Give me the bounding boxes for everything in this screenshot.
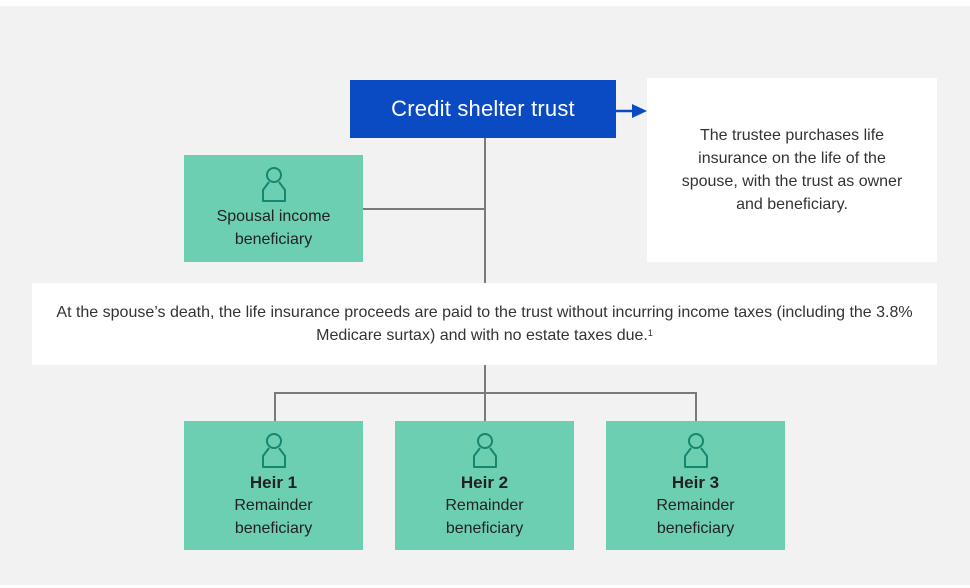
person-icon [261, 167, 286, 202]
arrow-right-icon [616, 104, 647, 118]
proceeds-text-wrap: At the spouse’s death, the life insuranc… [52, 301, 917, 347]
person-icon [472, 433, 497, 468]
person-icon [261, 433, 286, 468]
person-icon [683, 433, 708, 468]
trust-title-box: Credit shelter trust [350, 80, 616, 138]
heir-box-2: Heir 2 Remainder beneficiary [395, 421, 574, 550]
connector-spousal [363, 208, 485, 210]
heir-role: Remainder beneficiary [656, 497, 735, 537]
connector-title-to-proceeds [484, 138, 486, 283]
trust-title: Credit shelter trust [391, 96, 575, 121]
footnote-marker: 1 [647, 328, 653, 338]
spousal-beneficiary-label: Spousal income beneficiary [216, 208, 331, 248]
spousal-beneficiary-box: Spousal income beneficiary [184, 155, 363, 262]
heir-name: Heir 1 [249, 473, 298, 492]
heir-box-3: Heir 3 Remainder beneficiary [606, 421, 785, 550]
heir-role: Remainder beneficiary [234, 497, 313, 537]
heir-box-1: Heir 1 Remainder beneficiary [184, 421, 363, 550]
proceeds-box: At the spouse’s death, the life insuranc… [32, 283, 937, 365]
heir-name: Heir 2 [460, 473, 509, 492]
heir-name: Heir 3 [671, 473, 720, 492]
connector-heir-3 [695, 392, 697, 421]
heir-role: Remainder beneficiary [445, 497, 524, 537]
trustee-note-text: The trustee purchases life insurance on … [681, 127, 903, 213]
connector-heirs-bus [274, 392, 696, 394]
proceeds-text: At the spouse’s death, the life insuranc… [56, 304, 913, 344]
trustee-note: The trustee purchases life insurance on … [647, 78, 937, 262]
connector-heir-1 [274, 392, 276, 421]
